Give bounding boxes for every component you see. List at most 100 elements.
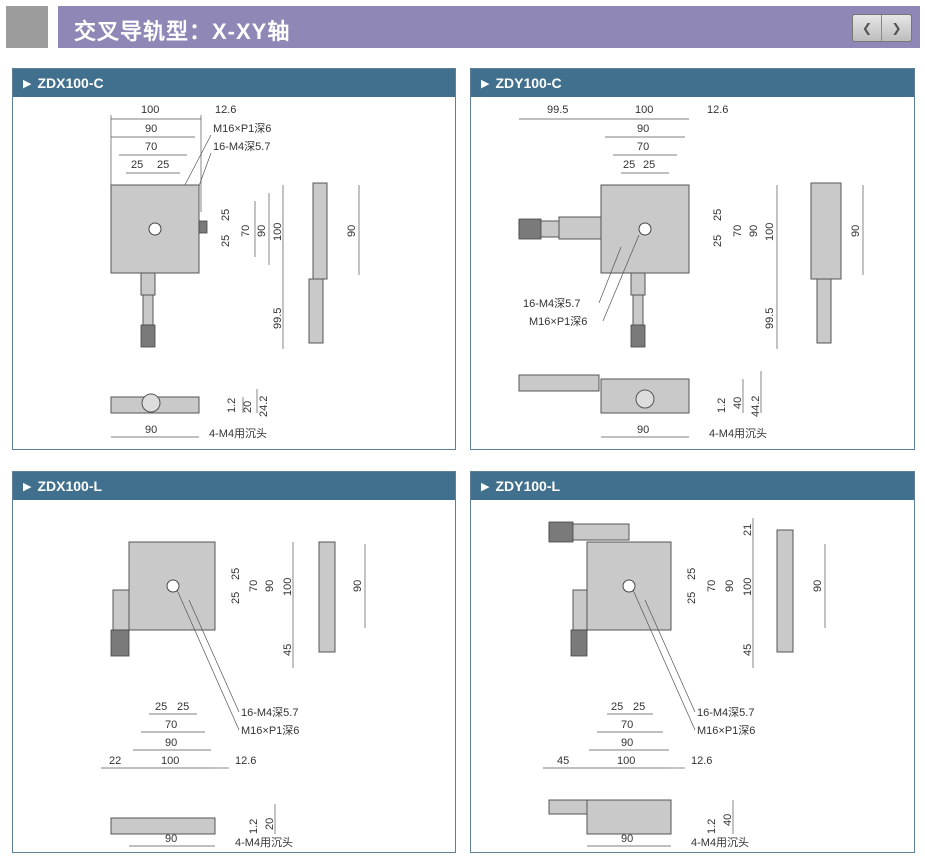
page-title: 交叉导轨型：X-XY轴 [74,19,291,44]
panel-header: ▶ZDY100-L [471,472,914,500]
dim-end-90: 90 [850,225,862,237]
dim-top-25b: 25 [157,159,169,171]
dim-lower-25a: 25 [155,701,167,713]
dim-lower-25b: 25 [633,701,645,713]
note-countersink: 4-M4用沉头 [235,836,293,849]
dim-bottom-40: 40 [722,814,734,826]
dim-side-100: 100 [742,578,754,596]
bottom-micrometer [518,374,600,392]
dim-top-100: 100 [141,104,159,116]
dim-lower-12-6: 12.6 [235,755,256,767]
bottom-view-body [110,817,216,835]
note-16-m4: 16-M4深5.7 [241,706,298,719]
dim-side-90: 90 [264,580,276,592]
dim-lower-25a: 25 [611,701,623,713]
triangle-icon: ▶ [23,480,32,493]
dim-bottom-20: 20 [264,818,276,830]
chevron-left-icon[interactable]: ❮ [853,15,882,41]
panel-zdx100-c: ▶ZDX100-C 100 90 70 25 25 12.6 M16×P1深6 … [12,68,456,450]
end-view-body [312,182,328,280]
dim-side-99-5: 99.5 [272,308,284,329]
bottom-view-body [586,799,672,835]
dim-top-100: 100 [635,104,653,116]
header-bar: 交叉导轨型：X-XY轴 ❮ ❯ [58,6,920,48]
micrometer-y-barrel [632,294,644,326]
dim-side-99-5: 99.5 [764,308,776,329]
dim-side-21: 21 [742,524,754,536]
dim-top-25b: 25 [643,159,655,171]
dim-side-25a: 25 [712,235,724,247]
dim-top-99-5: 99.5 [547,104,568,116]
dim-bottom-24-2: 24.2 [258,396,270,417]
page-nav-control[interactable]: ❮ ❯ [852,14,912,42]
panel-zdx100-l: ▶ ZDX100-L 25 25 70 90 100 45 90 16-M4深5.… [12,471,456,853]
note-countersink: 4-M4用沉头 [709,427,767,440]
dim-lower-70: 70 [165,719,177,731]
drawing-zdy100-l: 21 25 25 70 90 100 45 90 16-M4深5.7 M16×P… [543,518,826,849]
note-m16: M16×P1深6 [529,315,587,328]
dim-side-25a: 25 [230,592,242,604]
dim-end-90: 90 [346,225,358,237]
bottom-view-knob [141,393,161,413]
drawing-zdx100-c: 100 90 70 25 25 12.6 M16×P1深6 16-M4深5.7 … [110,104,360,440]
panel-title: ZDX100-L [37,478,103,494]
note-countersink: 4-M4用沉头 [691,836,749,849]
bottom-micrometer [548,799,590,815]
dim-lower-45: 45 [557,755,569,767]
micrometer-y-thimble [630,324,646,348]
dim-lower-70: 70 [621,719,633,731]
dim-side-90: 90 [256,225,268,237]
bottom-view-knob [635,389,655,409]
dim-side-70: 70 [248,580,260,592]
dim-bottom-1-2: 1.2 [248,819,260,834]
micrometer-y-sleeve [572,589,588,631]
drawing-zdx100-l: 25 25 70 90 100 45 90 16-M4深5.7 M16×P1深6… [101,541,366,849]
dim-top-70: 70 [637,141,649,153]
dim-end-90: 90 [812,580,824,592]
dim-lower-12-6: 12.6 [691,755,712,767]
end-view-body [810,182,842,280]
dim-lower-25b: 25 [177,701,189,713]
dim-side-70: 70 [240,225,252,237]
note-16-m4: 16-M4深5.7 [213,140,270,153]
chevron-right-icon[interactable]: ❯ [891,21,902,35]
lock-screw [198,220,208,234]
panel-header: ▶ZDX100-C [13,69,455,97]
dim-lower-100: 100 [617,755,635,767]
dim-lower-90: 90 [165,737,177,749]
note-16-m4: 16-M4深5.7 [697,706,754,719]
end-view-micrometer [308,278,324,344]
dim-side-100: 100 [282,578,294,596]
dim-side-45: 45 [742,644,754,656]
dim-bottom-90: 90 [165,833,177,845]
note-16-m4: 16-M4深5.7 [523,297,580,310]
dim-lower-90: 90 [621,737,633,749]
dim-bottom-1-2: 1.2 [226,398,238,413]
dim-side-90: 90 [724,580,736,592]
note-countersink: 4-M4用沉头 [209,427,267,440]
dim-lower-22: 22 [109,755,121,767]
dim-side-70: 70 [732,225,744,237]
triangle-icon: ▶ [481,480,490,493]
note-m16: M16×P1深6 [241,724,299,737]
dim-side-25b: 25 [230,568,242,580]
triangle-icon: ▶ [23,77,32,90]
dim-top-90: 90 [637,123,649,135]
end-view-micrometer [816,278,832,344]
micrometer-x-sleeve [558,216,602,240]
dim-top-70: 70 [145,141,157,153]
header-square-decoration [6,6,48,48]
dim-bottom-40: 40 [732,397,744,409]
dim-top-25a: 25 [131,159,143,171]
dim-bottom-20: 20 [242,401,254,413]
center-hole [638,222,652,236]
dim-lower-100: 100 [161,755,179,767]
micrometer-barrel [142,294,154,326]
drawing-zdy100-c: 99.5 100 90 70 25 25 12.6 16-M4深5.7 M16×… [518,104,864,440]
end-view-body [776,529,794,653]
dim-side-25b: 25 [220,209,232,221]
center-hole [622,579,636,593]
micrometer-x-thimble [518,218,542,240]
note-m16: M16×P1深6 [213,122,271,135]
center-hole [148,222,162,236]
